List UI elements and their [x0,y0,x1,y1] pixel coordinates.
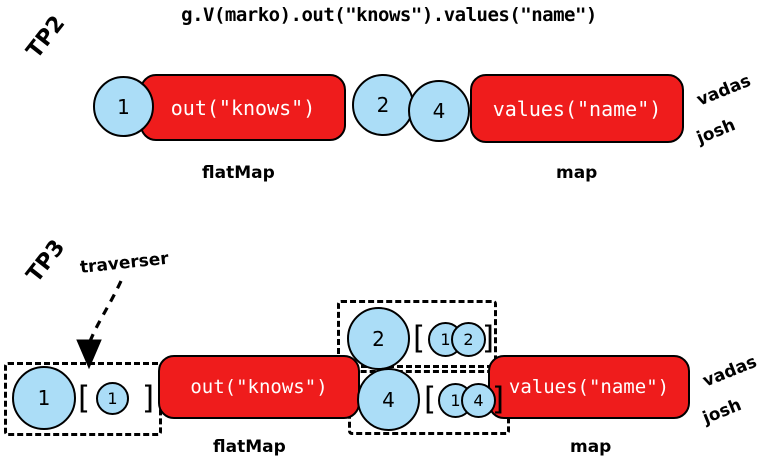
tp3-traverser2-open-bracket: [ [413,320,426,356]
tp2-output-josh: josh [694,115,739,149]
tp2-caption-map: map [556,163,598,183]
tp2-caption-flatmap: flatMap [202,163,275,183]
tp2-vertex-1[interactable]: 1 [93,76,154,137]
tp3-traverser-box-2 [337,300,497,373]
tp3-traverser2-current-vertex[interactable]: 2 [347,307,410,370]
tp2-step-out[interactable]: out("knows") [140,74,346,141]
tp3-traverser1-open-bracket: [ [78,380,91,416]
tp2-vertex-2[interactable]: 2 [352,74,414,136]
tp3-traverser1-close-bracket: ] [142,380,155,416]
tp3-traverser1-path-1[interactable]: 1 [96,382,129,415]
query-title: g.V(marko).out("knows").values("name") [181,4,597,26]
tp3-traverser3-close-bracket: ] [492,381,505,417]
tp2-output-vadas: vadas [694,70,754,111]
tp3-traverser1-current-vertex[interactable]: 1 [12,366,76,430]
tp3-caption-map: map [570,437,612,457]
tp3-step-out[interactable]: out("knows") [158,355,360,419]
tp2-vertex-4[interactable]: 4 [408,80,470,142]
tp2-step-values[interactable]: values("name") [470,74,684,143]
tp3-step-values[interactable]: values("name") [488,355,690,419]
tp3-traverser3-open-bracket: [ [424,381,437,417]
tp3-traverser2-path-2[interactable]: 2 [451,322,486,357]
traverser-annotation-label: traverser [79,248,170,278]
tp3-tag: TP3 [22,235,71,288]
tp3-output-vadas: vadas [700,351,760,392]
tp3-traverser3-current-vertex[interactable]: 4 [357,368,420,431]
tp3-output-josh: josh [700,395,745,429]
tp3-caption-flatmap: flatMap [213,437,286,457]
tp3-traverser2-close-bracket: ] [482,320,495,356]
tp3-traverser3-path-2[interactable]: 4 [461,383,496,418]
